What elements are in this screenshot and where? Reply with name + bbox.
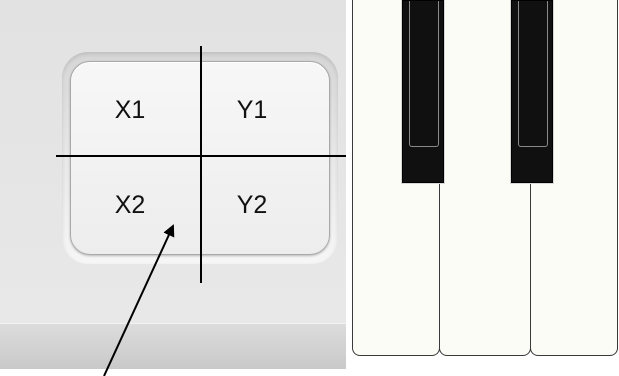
quadrant-label-x1: X1 <box>114 96 146 124</box>
black-key-1[interactable] <box>402 0 444 183</box>
quadrant-label-y2: Y2 <box>236 191 268 219</box>
panel-footer <box>0 323 346 369</box>
black-key-highlight <box>518 1 548 147</box>
quadrant-label-y1: Y1 <box>236 96 268 124</box>
pointer-arrow <box>103 224 175 376</box>
black-key-highlight <box>409 1 439 147</box>
black-key-2[interactable] <box>511 0 553 183</box>
quadrant-label-x2: X2 <box>114 191 146 219</box>
